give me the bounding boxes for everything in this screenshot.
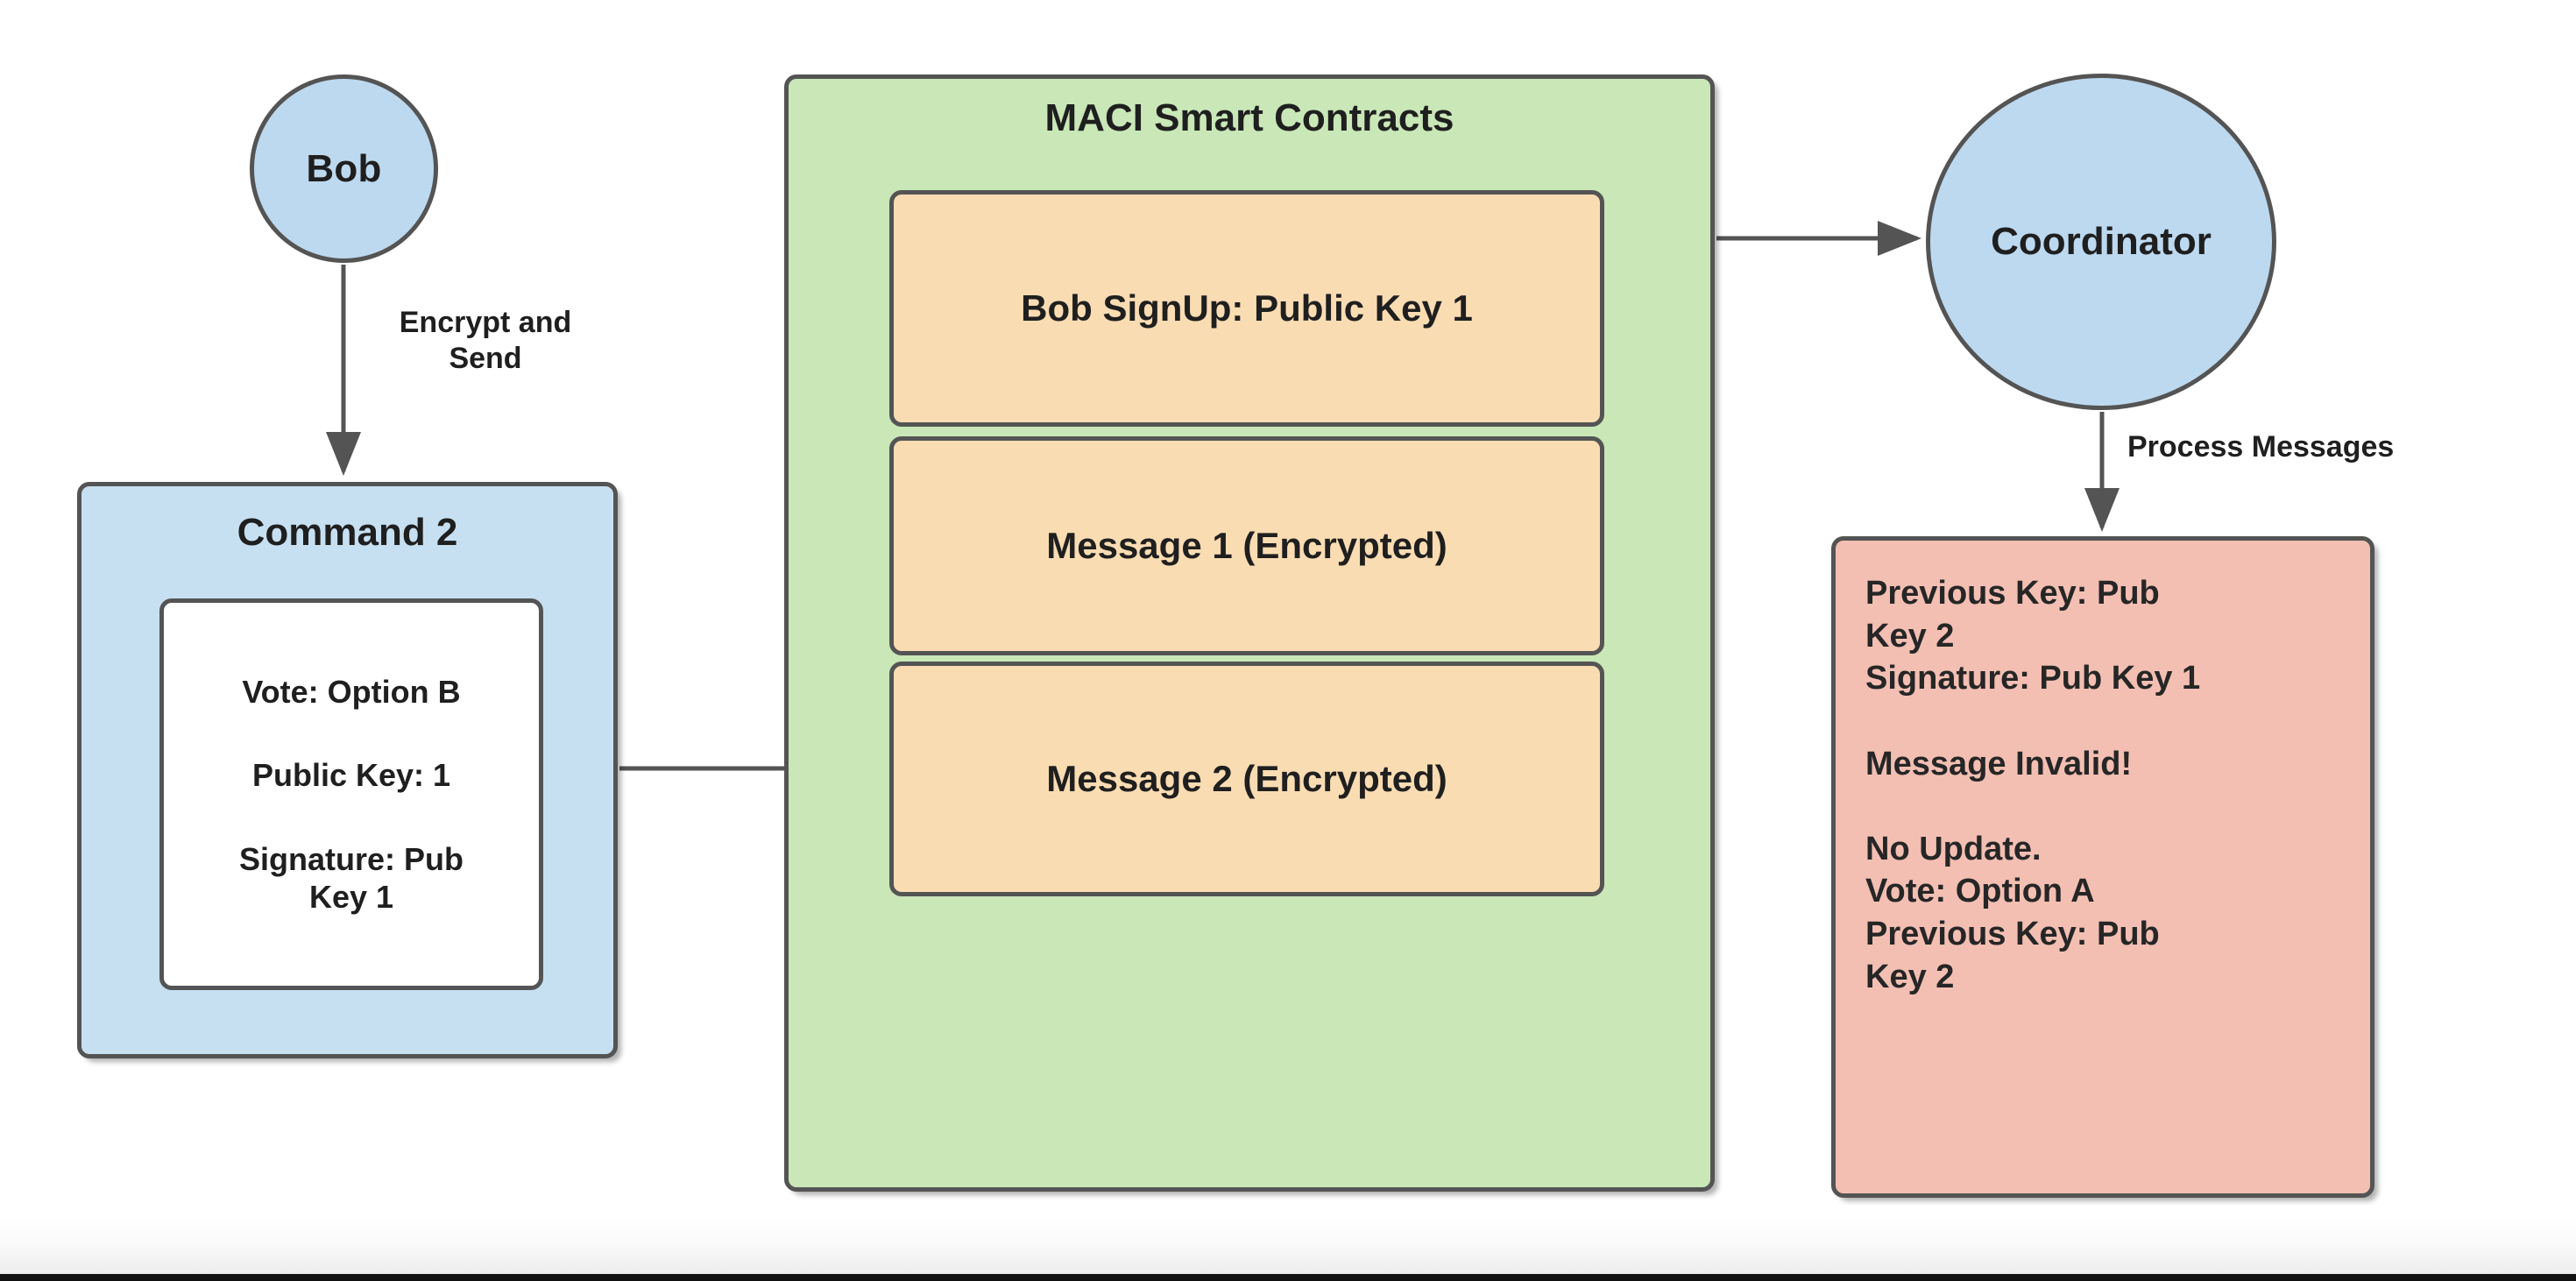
actor-coordinator[interactable]: Coordinator [1926,74,2276,410]
command-field-vote: Vote: Option B [242,674,461,711]
contract-item-message-2-label: Message 2 (Encrypted) [1046,758,1447,799]
contract-item-message-1[interactable]: Message 1 (Encrypted) [889,436,1604,655]
edge-label-process-messages: Process Messages [2127,430,2395,464]
edge-label-encrypt-and-send: Encrypt and Send [399,306,572,375]
command-field-signature: Signature: Pub Key 1 [238,840,464,915]
contract-item-signup[interactable]: Bob SignUp: Public Key 1 [889,190,1604,427]
contract-item-signup-label: Bob SignUp: Public Key 1 [1021,287,1473,329]
command-2-fields: Vote: Option B Public Key: 1 Signature: … [159,598,543,990]
maci-smart-contracts-title: MACI Smart Contracts [1044,96,1454,139]
actor-coordinator-label: Coordinator [1991,220,2212,263]
processing-result-box[interactable]: Previous Key: Pub Key 2 Signature: Pub K… [1831,536,2374,1198]
bottom-chrome-strip [0,1217,2576,1281]
actor-bob[interactable]: Bob [250,74,438,263]
actor-bob-label: Bob [306,146,382,190]
processing-result-text: Previous Key: Pub Key 2 Signature: Pub K… [1865,575,2201,995]
contract-item-message-2[interactable]: Message 2 (Encrypted) [889,662,1604,896]
command-2-title: Command 2 [237,511,458,554]
maci-smart-contracts-box[interactable]: MACI Smart Contracts Bob SignUp: Public … [784,74,1715,1192]
command-field-public-key: Public Key: 1 [251,757,451,794]
command-2-box[interactable]: Command 2 Vote: Option B Public Key: 1 S… [77,482,618,1058]
contract-item-message-1-label: Message 1 (Encrypted) [1046,525,1447,566]
